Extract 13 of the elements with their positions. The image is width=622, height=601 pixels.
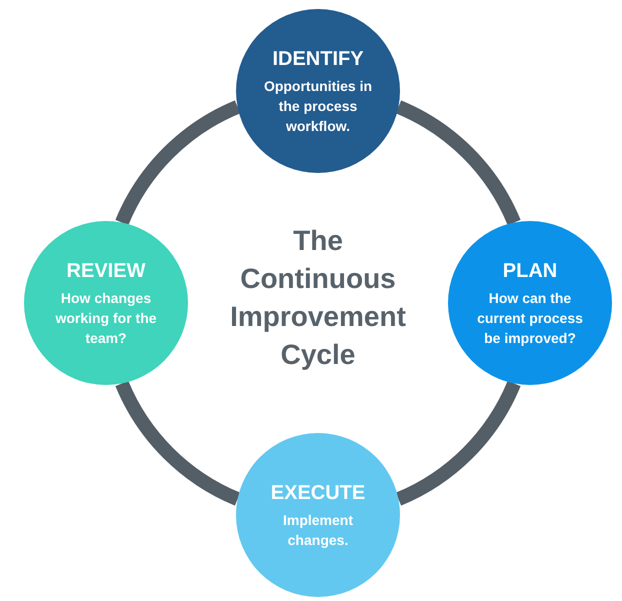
- stage-description: How can the current process be improved?: [476, 289, 584, 348]
- diagram-title: The Continuous Improvement Cycle: [229, 224, 407, 372]
- stage-heading: EXECUTE: [270, 481, 366, 506]
- stage-description: How changes working for the team?: [54, 289, 158, 348]
- stage-description: Implement changes.: [282, 511, 354, 550]
- ring-arc: [116, 380, 241, 506]
- ring-arc: [116, 100, 241, 226]
- ring-arc: [395, 100, 520, 226]
- stage-heading: REVIEW: [66, 259, 146, 284]
- stage-heading: IDENTIFY: [272, 47, 364, 72]
- stage-heading: PLAN: [502, 259, 558, 284]
- stage-description: Opportunities in the process workflow.: [262, 77, 374, 136]
- ring-arc: [395, 380, 520, 506]
